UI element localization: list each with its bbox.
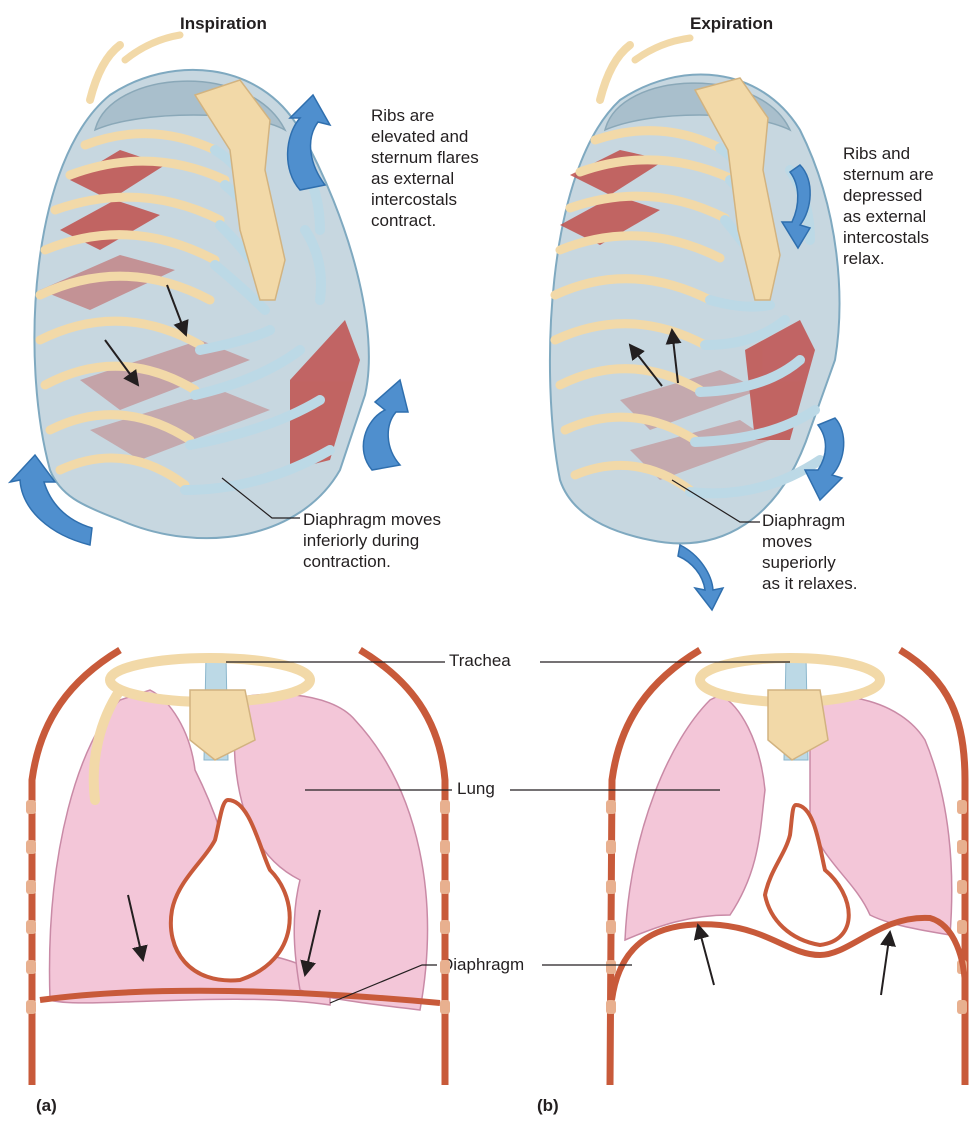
thorax-section-a <box>26 650 450 1085</box>
thorax-section-b <box>606 650 967 1085</box>
rib-cage-expiration <box>550 38 839 543</box>
arrow-up-icon <box>363 380 408 470</box>
arrow-down-icon <box>678 545 723 610</box>
